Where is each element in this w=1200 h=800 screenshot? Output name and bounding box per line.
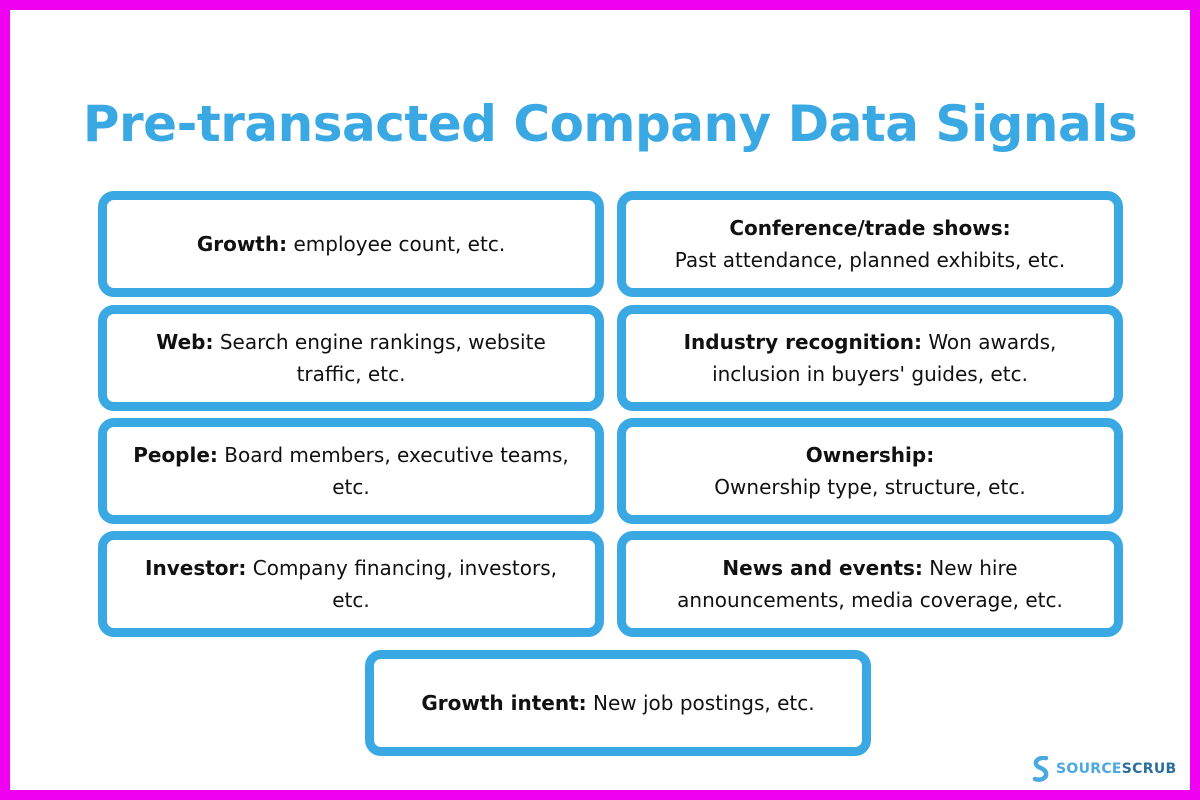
card-growth: Growth: employee count, etc.	[98, 191, 604, 297]
card-web: Web: Search engine rankings, website tra…	[98, 305, 604, 411]
card-investor-text: Investor: Company financing, investors, …	[133, 552, 569, 616]
card-investor-description: Company financing, investors, etc.	[246, 556, 557, 612]
card-growth-text: Growth: employee count, etc.	[197, 228, 505, 260]
logo-text-scrub: SCRUB	[1121, 761, 1177, 777]
card-web-text: Web: Search engine rankings, website tra…	[133, 326, 569, 390]
card-news-label: News and events:	[722, 556, 923, 580]
card-growth-label: Growth:	[196, 232, 288, 256]
card-growth-description: employee count, etc.	[287, 232, 506, 256]
card-conference-text: Conference/trade shows: Past attendance, …	[675, 212, 1066, 276]
card-people-label: People:	[133, 443, 218, 467]
card-news-events: News and events: New hire announcements,…	[617, 531, 1123, 637]
card-growth-intent-description: New job postings, etc.	[586, 691, 815, 715]
card-conference-description: Past attendance, planned exhibits, etc.	[674, 248, 1066, 272]
card-people-text: People: Board members, executive teams, …	[133, 439, 569, 503]
card-ownership-text: Ownership: Ownership type, structure, etc…	[714, 439, 1025, 503]
card-investor-label: Investor:	[145, 556, 247, 580]
sourcescrub-logo: SOURCESCRUB	[1032, 754, 1176, 784]
card-industry-description: Won awards, inclusion in buyers' guides,…	[712, 330, 1057, 386]
card-ownership-label: Ownership:	[805, 443, 935, 467]
card-web-label: Web:	[156, 330, 214, 354]
page-title: Pre-transacted Company Data Signals	[82, 95, 1138, 153]
card-web-description: Search engine rankings, website traffic,…	[213, 330, 546, 386]
card-people-description: Board members, executive teams, etc.	[217, 443, 569, 499]
card-people: People: Board members, executive teams, …	[98, 418, 604, 524]
card-conference: Conference/trade shows: Past attendance, …	[617, 191, 1123, 297]
logo-text-source: SOURCE	[1056, 761, 1122, 777]
card-industry-label: Industry recognition:	[683, 330, 922, 354]
card-news-description: New hire announcements, media coverage, …	[677, 556, 1063, 612]
card-industry-text: Industry recognition: Won awards, inclus…	[652, 326, 1088, 390]
card-industry-recognition: Industry recognition: Won awards, inclus…	[617, 305, 1123, 411]
card-ownership-description: Ownership type, structure, etc.	[714, 475, 1026, 499]
card-ownership: Ownership: Ownership type, structure, etc…	[617, 418, 1123, 524]
card-investor: Investor: Company financing, investors, …	[98, 531, 604, 637]
sourcescrub-s-logo-icon	[1032, 756, 1049, 782]
card-conference-label: Conference/trade shows:	[729, 216, 1011, 240]
card-growth-intent: Growth intent: New job postings, etc.	[365, 650, 871, 756]
logo-text: SOURCESCRUB	[1056, 761, 1176, 777]
card-growth-intent-text: Growth intent: New job postings, etc.	[421, 687, 814, 719]
card-news-text: News and events: New hire announcements,…	[652, 552, 1088, 616]
card-growth-intent-label: Growth intent:	[421, 691, 587, 715]
